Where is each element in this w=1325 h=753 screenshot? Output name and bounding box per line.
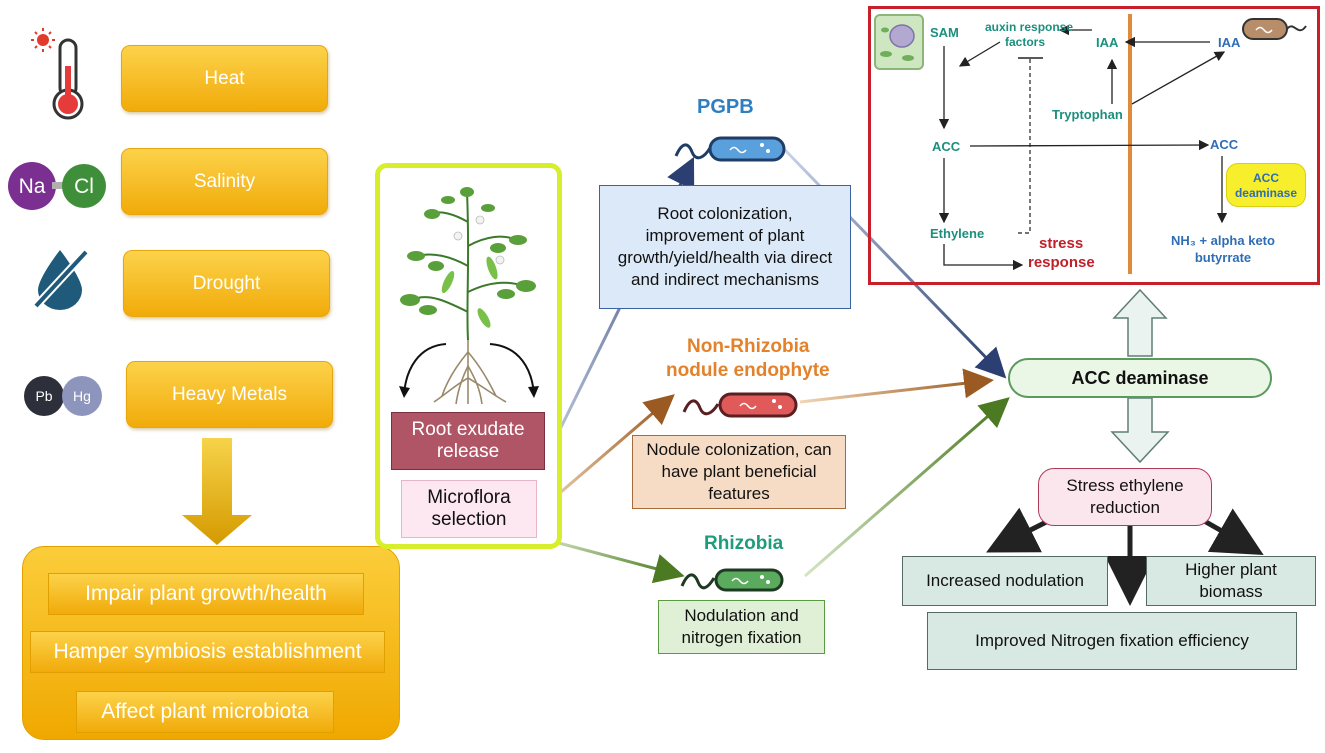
ethylene-label: Ethylene (930, 226, 985, 241)
pathway-frame (868, 6, 1320, 285)
acc-bacteria-label: ACC (1210, 137, 1239, 152)
enzyme-line2: deaminase (1234, 186, 1298, 200)
nitrogen-box: Improved Nitrogen fixation efficiency (927, 612, 1297, 670)
pea-plant-icon (399, 187, 539, 405)
biomass-box: Higher plant biomass (1146, 556, 1316, 606)
root-exudate-box: Root exudate release (391, 412, 545, 470)
acc-deaminase-enzyme: ACC deaminase (1226, 163, 1306, 207)
thermometer-icon (31, 28, 84, 120)
pgpb-desc-box: Root colonization, improvement of plant … (599, 185, 851, 309)
stress-heavy-metals: Heavy Metals (126, 361, 333, 428)
svg-text:Na: Na (19, 175, 46, 198)
no-water-drop-icon (33, 249, 89, 310)
rhizobia-bacterium-icon (680, 568, 784, 592)
nre-title-line2: nodule endophyte (666, 360, 830, 381)
stress-salinity: Salinity (121, 148, 328, 215)
rhizobia-title: Rhizobia (704, 533, 784, 554)
big-down-arrow (182, 438, 252, 545)
effect-growth: Impair plant growth/health (48, 573, 364, 615)
nre-title-line1: Non-Rhizobia (687, 336, 810, 357)
stress-response-line2: response (1028, 254, 1095, 271)
rhizobia-desc-box: Nodulation and nitrogen fixation (658, 600, 825, 654)
nodulation-box: Increased nodulation (902, 556, 1108, 606)
auxin-label-line1: auxin response (985, 20, 1074, 34)
enzyme-line1: ACC (1253, 171, 1279, 185)
hollow-up-arrow (1112, 288, 1168, 357)
hollow-down-arrow (1110, 397, 1170, 464)
nacl-icon: Na Cl (8, 162, 106, 210)
arrow-panel-to-rhizobia (539, 536, 685, 584)
svg-text:Pb: Pb (35, 388, 52, 404)
tryptophan-label: Tryptophan (1052, 107, 1123, 122)
iaa-bacteria-label: IAA (1218, 35, 1241, 50)
microflora-box: Microflora selection (401, 480, 537, 538)
acc-plant-label: ACC (932, 139, 961, 154)
nre-desc-box: Nodule colonization, can have plant bene… (632, 435, 846, 509)
heavy-metal-icon: Pb Hg (24, 376, 102, 416)
auxin-label-line2: factors (1005, 35, 1046, 49)
iaa-plant-label: IAA (1096, 35, 1119, 50)
stress-reduction-box: Stress ethylene reduction (1038, 468, 1212, 526)
stress-heat: Heat (121, 45, 328, 112)
pgpb-title: PGPB (697, 96, 754, 118)
products-line2: butyrrate (1194, 250, 1252, 265)
svg-text:Cl: Cl (74, 175, 94, 198)
effect-symbiosis: Hamper symbiosis establishment (30, 631, 385, 673)
products-label: NH₃ + alpha keto butyrrate (1160, 232, 1286, 266)
plant-cell-icon (874, 14, 924, 70)
sam-label: SAM (930, 25, 959, 40)
arrow-nre-to-acc (799, 368, 994, 404)
stress-response-line1: stress (1039, 235, 1084, 252)
svg-text:Hg: Hg (73, 388, 91, 404)
acc-deaminase-box: ACC deaminase (1008, 358, 1272, 398)
nre-bacterium-icon (682, 392, 798, 418)
bacterium-small-icon (1242, 18, 1307, 40)
pgpb-bacterium-icon (674, 136, 786, 162)
arrow-rhizobia-to-acc (804, 397, 1010, 578)
effect-microbiota: Affect plant microbiota (76, 691, 334, 733)
products-line1: NH₃ + alpha keto (1171, 233, 1275, 248)
stress-drought: Drought (123, 250, 330, 317)
